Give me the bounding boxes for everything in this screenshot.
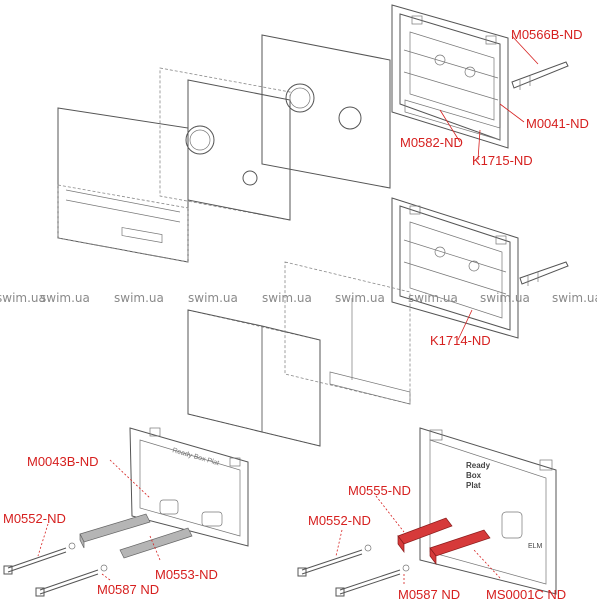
grey-part-m0553-lower <box>119 527 193 559</box>
svg-text:Ready Box Plat: Ready Box Plat <box>171 447 219 467</box>
label-k1714: K1714-ND <box>430 333 491 348</box>
red-part-m0555 <box>397 517 453 554</box>
red-part-ms0001c <box>429 529 491 566</box>
mounting-frame-top <box>391 4 509 149</box>
label-m0566b: M0566B-ND <box>511 27 583 42</box>
leader-lines <box>37 35 539 584</box>
frame-text-corner: ELM <box>528 543 543 550</box>
cover-plate-front <box>261 34 391 189</box>
label-m0587-right: M0587 ND <box>398 587 460 600</box>
watermark-2: swim.ua <box>40 291 90 305</box>
label-m0587-left: M0587 ND <box>97 582 159 597</box>
watermark-7: swim.ua <box>408 291 458 305</box>
label-m0552-left: M0552-ND <box>3 511 66 526</box>
cover-plate-middle <box>159 67 291 221</box>
watermark-row: swim.ua swim.ua swim.ua swim.ua swim.ua … <box>0 291 597 305</box>
label-m0043b: M0043B-ND <box>27 454 99 469</box>
watermark-5: swim.ua <box>262 291 312 305</box>
frame-lower-left: Ready Box Plat <box>129 427 249 547</box>
watermark-1: swim.ua <box>0 291 46 305</box>
frame-text-box: Box <box>466 471 482 480</box>
label-k1715: K1715-ND <box>472 153 533 168</box>
watermark-9: swim.ua <box>552 291 597 305</box>
cover-plate-back <box>57 107 189 263</box>
label-m0552-right: M0552-ND <box>308 513 371 528</box>
square-plate-left <box>187 309 321 447</box>
watermark-6: swim.ua <box>335 291 385 305</box>
square-plate-right <box>284 261 411 405</box>
watermark-3: swim.ua <box>114 291 164 305</box>
grey-part-m0553-upper <box>79 513 151 549</box>
label-m0582: M0582-ND <box>400 135 463 150</box>
lever-middle <box>519 261 569 286</box>
screws-right <box>297 544 410 597</box>
frame-text-plat: Plat <box>466 481 481 490</box>
mounting-frame-middle <box>391 197 519 339</box>
label-m0555: M0555-ND <box>348 483 411 498</box>
frame-lower-right: Ready Box Plat ELM <box>419 427 557 595</box>
frame-text-ready: Ready <box>466 461 491 470</box>
label-m0553: M0553-ND <box>155 567 218 582</box>
watermark-4: swim.ua <box>188 291 238 305</box>
label-ms0001c: MS0001C ND <box>486 587 566 600</box>
watermark-8: swim.ua <box>480 291 530 305</box>
screws-left <box>3 542 108 597</box>
lever-top <box>511 61 569 90</box>
label-m0041: M0041-ND <box>526 116 589 131</box>
